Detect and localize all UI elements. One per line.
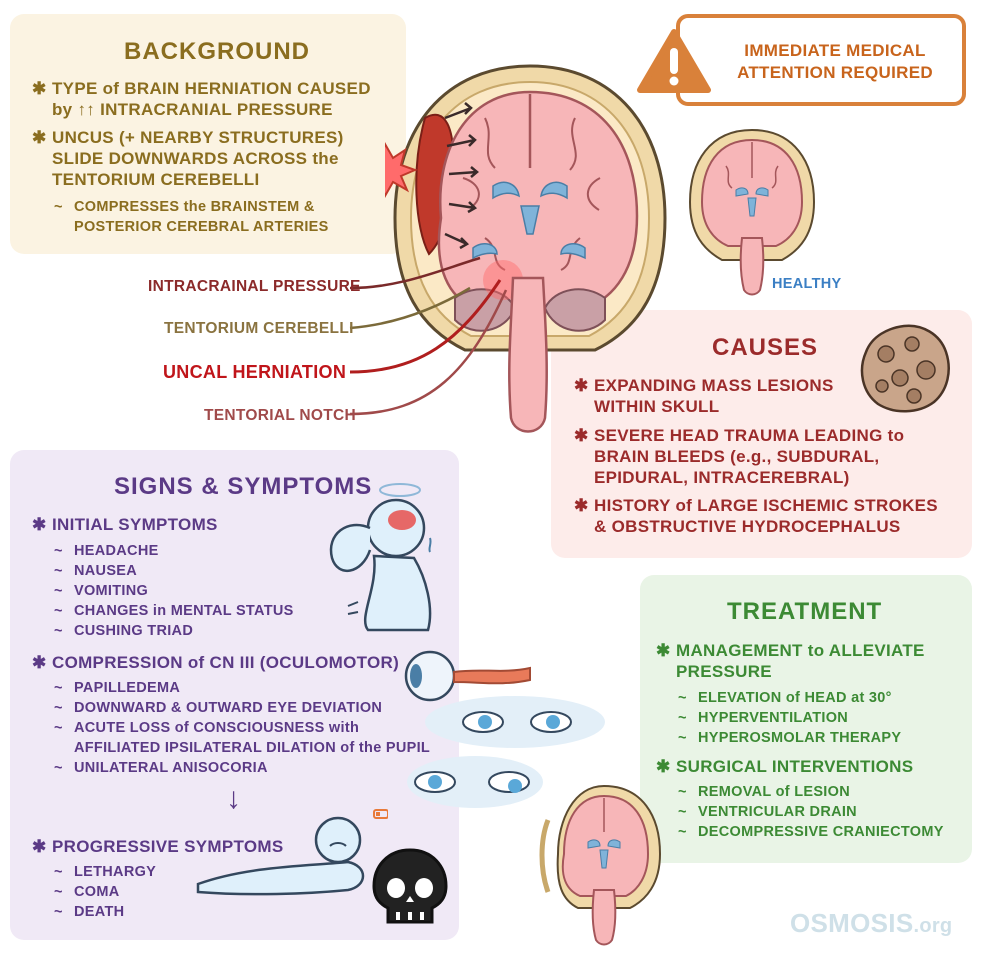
signs-compression-heading: ✱COMPRESSION of CN III (OCULOMOTOR): [32, 653, 400, 672]
background-panel: [10, 14, 406, 254]
causes-item-2: ✱SEVERE HEAD TRAUMA LEADING to BRAIN BLE…: [574, 426, 905, 487]
signs-initial-list: ~HEADACHE ~NAUSEA ~VOMITING ~CHANGES in …: [54, 543, 294, 639]
causes-item-3: ✱HISTORY of LARGE ISCHEMIC STROKES & OBS…: [574, 496, 938, 536]
signs-initial-heading: ✱INITIAL SYMPTOMS: [32, 515, 218, 534]
background-title: BACKGROUND: [124, 38, 310, 65]
osmosis-logo: OSMOSIS.org: [790, 908, 953, 938]
down-arrow-icon: ↓: [226, 782, 242, 815]
signs-compression-list: ~PAPILLEDEMA ~DOWNWARD & OUTWARD EYE DEV…: [54, 680, 431, 776]
signs-progressive-heading: ✱PROGRESSIVE SYMPTOMS: [32, 837, 284, 856]
lethargic-person-illustration: [196, 809, 388, 896]
craniectomy-brain-illustration: [539, 784, 662, 946]
label-healthy: HEALTHY: [772, 276, 842, 292]
alert-box: [676, 14, 966, 106]
signs-title: SIGNS & SYMPTOMS: [114, 473, 373, 500]
treatment-management-list: ~ELEVATION of HEAD at 30° ~HYPERVENTILAT…: [678, 690, 902, 746]
mass-lesion-icon: [860, 324, 950, 413]
headache-person-illustration: [329, 483, 432, 632]
background-bullet-1: ✱TYPE of BRAIN HERNIATION CAUSED by ↑↑ I…: [32, 79, 371, 119]
herniated-brain-illustration: [385, 64, 667, 433]
treatment-panel: [640, 575, 972, 863]
background-sub: ~COMPRESSES the BRAINSTEM & POSTERIOR CE…: [54, 199, 329, 235]
warning-icon: [637, 29, 711, 93]
label-pressure: INTRACRAINAL PRESSURE: [148, 278, 361, 295]
signs-progressive-list: ~LETHARGY ~COMA ~DEATH: [54, 864, 157, 920]
label-leaders: [349, 256, 508, 416]
treatment-title: TREATMENT: [727, 598, 883, 625]
label-notch: TENTORIAL NOTCH: [204, 407, 357, 424]
eyes-deviation-illustration: [407, 696, 605, 808]
causes-title: CAUSES: [712, 334, 819, 361]
skull-icon: [372, 848, 448, 924]
treatment-surgical-list: ~REMOVAL of LESION ~VENTRICULAR DRAIN ~D…: [678, 784, 944, 840]
label-tentorium: TENTORIUM CEREBELLI: [164, 320, 354, 337]
treatment-management: ✱MANAGEMENT to ALLEVIATE PRESSURE: [656, 641, 925, 681]
label-uncal: UNCAL HERNIATION: [163, 362, 347, 382]
background-bullet-2: ✱UNCUS (+ NEARBY STRUCTURES) SLIDE DOWNW…: [32, 128, 344, 189]
healthy-brain-illustration: [688, 128, 816, 296]
oculomotor-eye-illustration: [404, 650, 531, 702]
causes-item-1: ✱EXPANDING MASS LESIONS WITHIN SKULL: [574, 376, 834, 416]
treatment-surgical: ✱SURGICAL INTERVENTIONS: [656, 757, 914, 776]
